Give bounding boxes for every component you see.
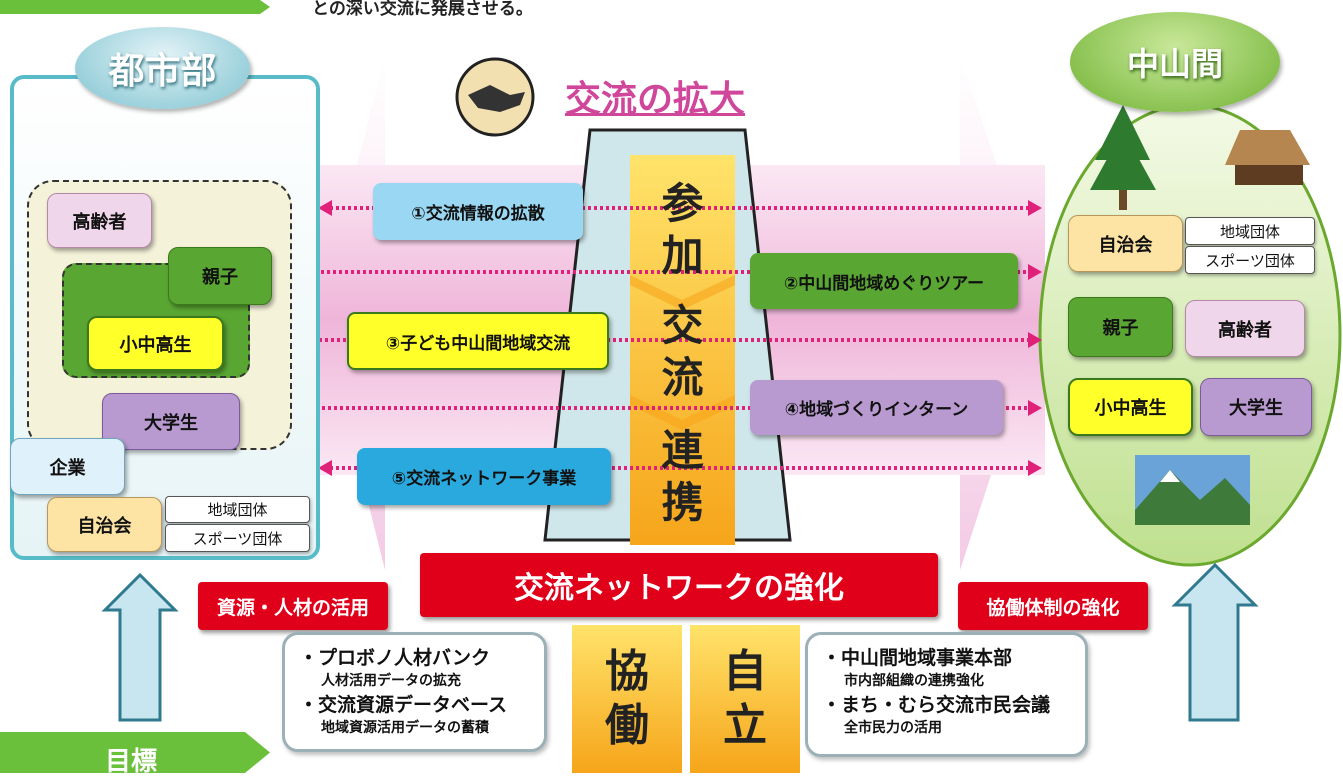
right-residents-assoc: 自治会 bbox=[1068, 215, 1183, 272]
collab-tag: 協働体制の強化 bbox=[958, 582, 1148, 630]
center-column-2: 交 流 bbox=[630, 300, 735, 404]
right-students: 小中高生 bbox=[1068, 378, 1193, 436]
left-community-group: 地域団体 bbox=[165, 496, 310, 523]
collab-item-sub: 市内部組織の連携強化 bbox=[844, 673, 984, 689]
column-char: 協 bbox=[605, 646, 649, 697]
left-elderly: 高齢者 bbox=[47, 193, 152, 248]
column-char: 連 bbox=[661, 426, 704, 475]
left-residents-assoc: 自治会 bbox=[47, 497, 162, 552]
resources-item-main: ・プロボノ人材バンク bbox=[299, 647, 490, 669]
collab-item-main: ・まち・むら交流市民会議 bbox=[822, 694, 1051, 716]
right-title-oval: 中山間 bbox=[1070, 12, 1280, 112]
exchange-1: ①交流情報の拡散 bbox=[373, 183, 583, 240]
left-title: 都市部 bbox=[108, 51, 217, 92]
right-elderly: 高齢者 bbox=[1185, 300, 1305, 357]
right-sports-group: スポーツ団体 bbox=[1185, 246, 1315, 274]
bottom-column-1: 協 働 bbox=[572, 645, 682, 753]
center-column-1: 参 加 bbox=[630, 178, 735, 282]
column-char: 交 bbox=[661, 301, 704, 350]
collab-item-sub: 全市民力の活用 bbox=[844, 720, 942, 736]
network-bar: 交流ネットワークの強化 bbox=[420, 553, 938, 617]
resources-tag: 資源・人材の活用 bbox=[198, 582, 388, 630]
right-title: 中山間 bbox=[1126, 45, 1223, 83]
center-title: 交流の拡大 bbox=[565, 79, 746, 120]
goal-label: 目標 bbox=[105, 747, 158, 777]
column-char: 流 bbox=[661, 353, 704, 402]
column-char: 参 bbox=[661, 179, 704, 228]
center-column-3: 連 携 bbox=[630, 425, 735, 529]
exchange-3: ③子ども中山間地域交流 bbox=[347, 312, 609, 370]
collab-item-main: ・中山間地域事業本部 bbox=[822, 647, 1013, 669]
resources-item-sub: 地域資源活用データの蓄積 bbox=[321, 720, 489, 736]
column-char: 働 bbox=[605, 700, 649, 751]
column-char: 立 bbox=[723, 700, 767, 751]
column-char: 自 bbox=[723, 646, 767, 697]
left-university: 大学生 bbox=[102, 393, 240, 450]
header-text: との深い交流に発展させる。 bbox=[312, 0, 533, 19]
goal-tab bbox=[0, 732, 270, 773]
bottom-column-2: 自 立 bbox=[690, 645, 800, 753]
collab-box: ・中山間地域事業本部 市内部組織の連携強化 ・まち・むら交流市民会議 全市民力の… bbox=[805, 632, 1088, 757]
left-company: 企業 bbox=[10, 438, 125, 495]
exchange-2: ②中山間地域めぐりツアー bbox=[750, 253, 1018, 309]
resources-box: ・プロボノ人材バンク 人材活用データの拡充 ・交流資源データベース 地域資源活用… bbox=[282, 632, 547, 752]
right-parent-child: 親子 bbox=[1068, 297, 1173, 357]
left-sports-group: スポーツ団体 bbox=[165, 524, 310, 552]
exchange-4: ④地域づくりインターン bbox=[750, 380, 1003, 435]
header-tab bbox=[0, 0, 270, 14]
left-students: 小中高生 bbox=[87, 316, 224, 371]
right-community-group: 地域団体 bbox=[1185, 217, 1315, 245]
right-university: 大学生 bbox=[1200, 378, 1312, 436]
left-title-oval: 都市部 bbox=[75, 27, 250, 109]
left-parent-child: 親子 bbox=[168, 247, 272, 305]
exchange-5: ⑤交流ネットワーク事業 bbox=[357, 448, 611, 505]
resources-item-main: ・交流資源データベース bbox=[299, 694, 508, 716]
column-char: 携 bbox=[661, 478, 704, 527]
column-char: 加 bbox=[661, 231, 704, 280]
resources-item-sub: 人材活用データの拡充 bbox=[321, 673, 461, 689]
